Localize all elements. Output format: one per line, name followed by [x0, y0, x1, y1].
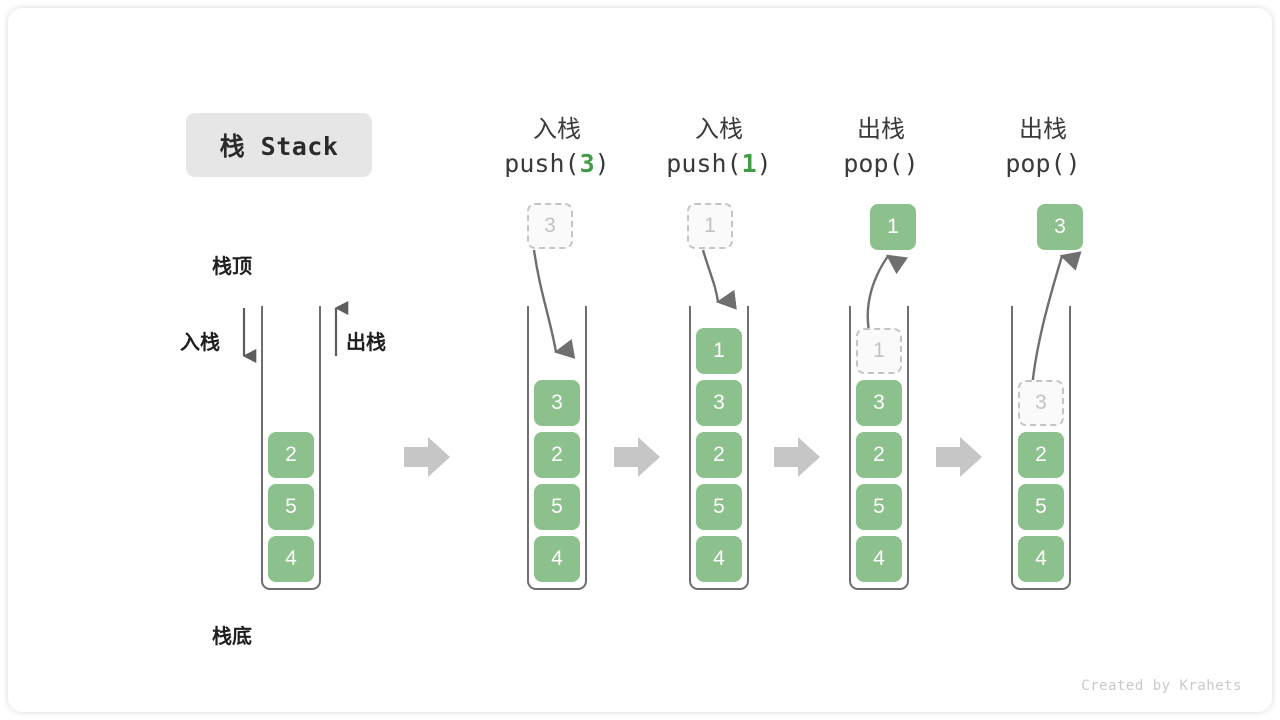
stack-cell: 5: [268, 484, 314, 530]
ghost-cell-push-3: 3: [527, 203, 573, 249]
pop-motion-arrow: [1030, 251, 1082, 389]
step-arrow-icon: [404, 437, 450, 477]
stack-cell: 2: [696, 432, 742, 478]
operation-code: pop(): [843, 149, 919, 178]
stack-cell: 5: [1018, 484, 1064, 530]
stack-cell: 3: [696, 380, 742, 426]
stack-cell: 5: [856, 484, 902, 530]
push-direction-arrow: [242, 308, 257, 364]
push-motion-arrow: [701, 249, 737, 310]
stack-container-initial: 2 5 4: [261, 306, 321, 590]
stack-cell: 5: [534, 484, 580, 530]
pop-direction-arrow: [334, 300, 349, 356]
stack-cell: 1: [696, 328, 742, 374]
ejected-cell-pop-1: 1: [870, 204, 916, 250]
operation-code: pop(): [1005, 149, 1081, 178]
push-direction-label: 入栈: [180, 330, 220, 354]
footer-credit: Created by Krahets: [1081, 678, 1242, 694]
stack-cell: 4: [856, 536, 902, 582]
stack-cell: 3: [856, 380, 902, 426]
stack-cell: 4: [534, 536, 580, 582]
pop-direction-label: 出栈: [346, 330, 386, 354]
operation-caption-pop-3: 出栈 pop(): [958, 112, 1128, 182]
stack-cell: 2: [1018, 432, 1064, 478]
step-arrow-icon: [936, 437, 982, 477]
stack-cell: 4: [1018, 536, 1064, 582]
operation-code: push(3): [504, 149, 610, 178]
diagram-card: 栈 Stack 栈顶 入栈 出栈 2 5 4 栈底 入: [8, 8, 1272, 712]
stack-cell: 4: [696, 536, 742, 582]
stack-container-push-3: 3 2 5 4: [527, 306, 587, 590]
push-motion-arrow: [532, 249, 576, 359]
stack-cell: 5: [696, 484, 742, 530]
step-arrow-icon: [774, 437, 820, 477]
operation-caption-pop-1: 出栈 pop(): [796, 112, 966, 182]
ghost-cell-popped: 1: [856, 328, 902, 374]
ghost-cell-popped: 3: [1018, 380, 1064, 426]
ghost-cell-push-1: 1: [687, 203, 733, 249]
title-badge-label: 栈 Stack: [219, 132, 339, 161]
stack-cell: 3: [534, 380, 580, 426]
stack-cell: 2: [268, 432, 314, 478]
stack-cell: 2: [534, 432, 580, 478]
stack-cell: 2: [856, 432, 902, 478]
operation-code: push(1): [666, 149, 772, 178]
step-arrow-icon: [614, 437, 660, 477]
operation-caption-push-1: 入栈 push(1): [634, 112, 804, 182]
operation-caption-push-3: 入栈 push(3): [472, 112, 642, 182]
stack-container-pop-1: 1 3 2 5 4: [849, 306, 909, 590]
title-badge: 栈 Stack: [186, 113, 372, 177]
stack-top-label: 栈顶: [212, 254, 252, 278]
stack-container-pop-3: 3 2 5 4: [1011, 306, 1071, 590]
stack-cell: 4: [268, 536, 314, 582]
stack-bottom-label: 栈底: [212, 624, 252, 648]
ejected-cell-pop-3: 3: [1037, 204, 1083, 250]
stack-container-push-1: 1 3 2 5 4: [689, 306, 749, 590]
